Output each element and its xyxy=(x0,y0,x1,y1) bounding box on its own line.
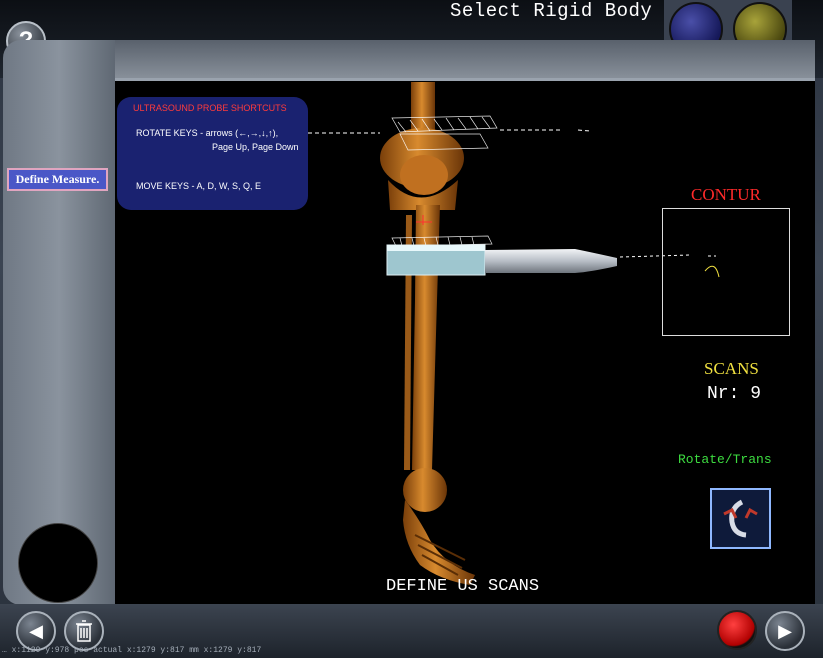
sidebar xyxy=(3,40,115,605)
arrow-right-icon: ▶ xyxy=(778,620,792,641)
move-keys-line: MOVE KEYS - A, D, W, S, Q, E xyxy=(136,181,262,191)
probe-shortcuts-panel: ULTRASOUND PROBE SHORTCUTS ROTATE KEYS -… xyxy=(117,97,308,210)
next-button[interactable]: ▶ xyxy=(765,611,805,651)
viewport-caption: DEFINE US SCANS xyxy=(386,577,540,596)
rotate-arrows-icon xyxy=(723,499,758,538)
rotate-trans-button[interactable] xyxy=(710,488,771,549)
shortcuts-heading: ULTRASOUND PROBE SHORTCUTS xyxy=(133,103,287,113)
contur-view xyxy=(662,208,790,336)
bottom-bar xyxy=(0,604,823,658)
status-line: … x:1129 y:978 pos actual x:1279 y:817 m… xyxy=(2,646,262,655)
delete-button[interactable] xyxy=(64,611,104,651)
contour-curve xyxy=(704,265,720,278)
scans-label: SCANS xyxy=(704,359,759,378)
rotate-trans-label: Rotate/Trans xyxy=(678,452,772,467)
arrow-left-icon: ◀ xyxy=(29,620,43,641)
sidebar-round-display xyxy=(18,523,98,603)
viewport-top-strip xyxy=(115,40,815,80)
previous-button[interactable]: ◀ xyxy=(16,611,56,651)
rotate-keys-line: ROTATE KEYS - arrows (←,→,↓,↑), xyxy=(136,128,279,138)
page-title: Select Rigid Body xyxy=(450,0,653,22)
contur-label: CONTUR xyxy=(691,185,761,204)
scans-count: Nr: 9 xyxy=(707,384,762,404)
define-measure-button[interactable]: Define Measure. xyxy=(7,168,108,191)
trash-icon xyxy=(76,620,92,642)
rotate-keys-line-2: Page Up, Page Down xyxy=(212,142,299,152)
record-button[interactable] xyxy=(717,610,757,650)
